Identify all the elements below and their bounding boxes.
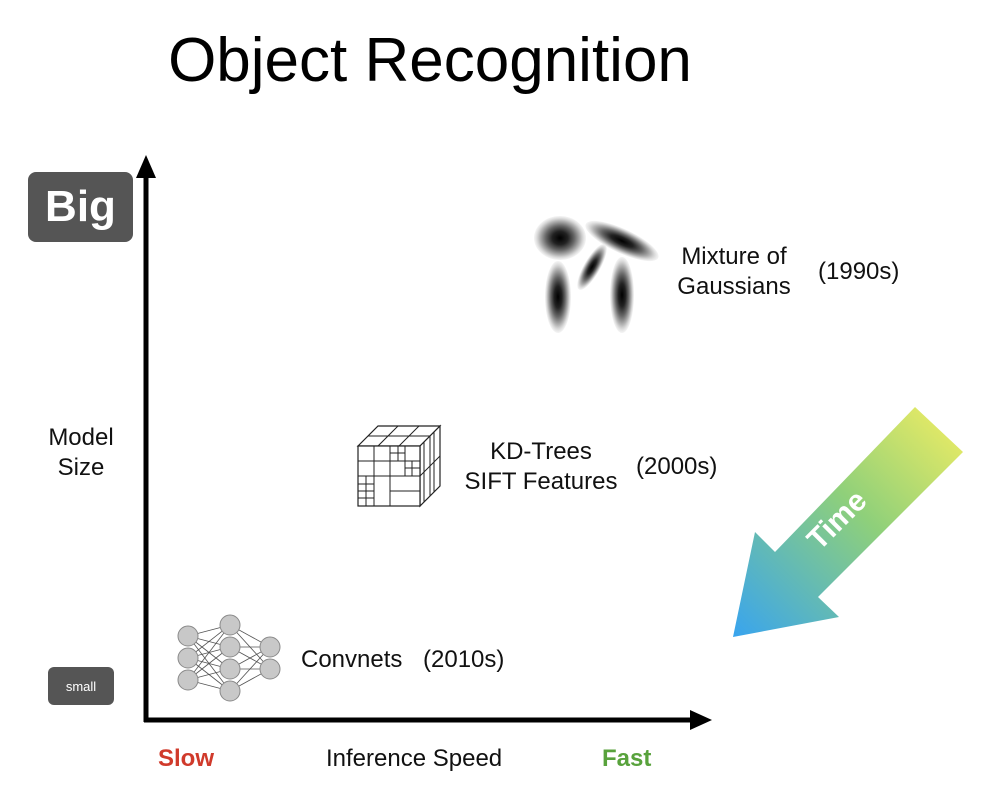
x-axis-arrowhead — [690, 710, 712, 730]
y-axis-arrowhead — [136, 155, 156, 178]
network-node — [177, 625, 199, 647]
item-name-line: KD-Trees — [490, 438, 592, 465]
network-node — [219, 636, 241, 658]
item-name-line: Mixture of — [681, 243, 787, 270]
x-axis-slow-label: Slow — [158, 745, 215, 772]
item-name-line: SIFT Features — [464, 468, 618, 495]
network-node — [259, 658, 281, 680]
time-arrow-shape — [733, 407, 963, 637]
kd-trees-sift-era: (2000s) — [636, 453, 718, 480]
neural-network-icon — [177, 614, 281, 702]
convnets-era: (2010s) — [423, 646, 505, 673]
big-badge: Big — [28, 172, 133, 242]
gaussian-blobs-icon — [534, 216, 659, 333]
y-axis-label: Model Size — [38, 423, 124, 483]
network-edge — [187, 624, 231, 681]
item-name-line: Gaussians — [677, 273, 791, 300]
mixture-of-gaussians-label: Mixture of Gaussians — [660, 242, 808, 302]
small-badge: small — [48, 667, 114, 705]
network-node — [259, 636, 281, 658]
page-title: Object Recognition — [168, 26, 692, 95]
network-node — [219, 658, 241, 680]
network-node — [177, 647, 199, 669]
kd-trees-sift-label: KD-Trees SIFT Features — [455, 437, 627, 497]
network-node — [219, 680, 241, 702]
network-node — [219, 614, 241, 636]
y-axis-label-text: Model Size — [48, 424, 114, 481]
x-axis-fast-label: Fast — [602, 745, 652, 772]
kd-tree-cube-icon — [356, 424, 442, 508]
x-axis-label: Inference Speed — [326, 745, 503, 772]
convnets-label: Convnets — [301, 646, 403, 673]
mixture-of-gaussians-era: (1990s) — [818, 258, 900, 285]
time-arrow: Time — [733, 407, 963, 637]
network-node — [177, 669, 199, 691]
